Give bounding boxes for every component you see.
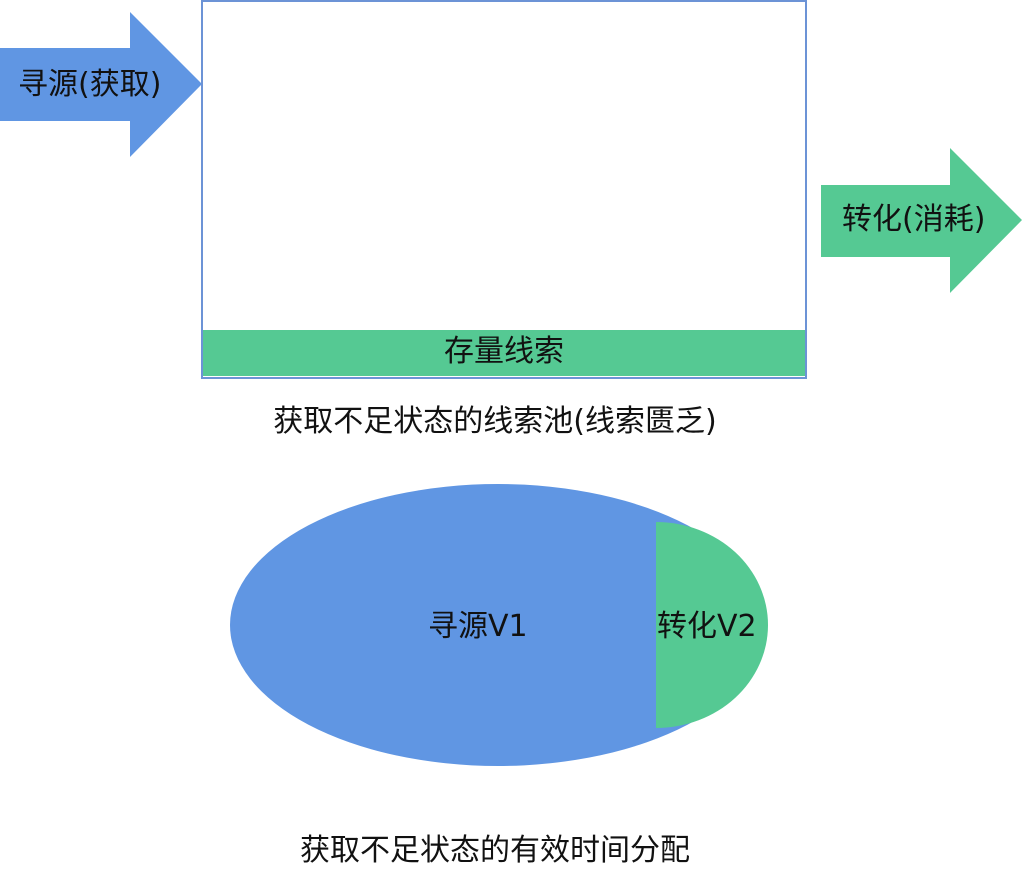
conversion-segment-label: 转化V2 [657, 609, 757, 644]
conversion-segment [656, 522, 768, 728]
bottom-caption: 获取不足状态的有效时间分配 [300, 833, 690, 868]
stock-leads-band [203, 330, 805, 376]
inflow-arrow-label: 寻源(获取) [18, 67, 162, 102]
inflow-arrow [0, 12, 202, 157]
time-allocation-ellipse [230, 484, 766, 766]
stock-band-label: 存量线索 [444, 334, 564, 369]
outflow-arrow [821, 148, 1022, 293]
top-caption: 获取不足状态的线索池(线索匮乏) [273, 404, 717, 439]
sourcing-segment-label: 寻源V1 [428, 609, 528, 644]
lead-pool-box [201, 0, 807, 379]
outflow-arrow-label: 转化(消耗) [842, 202, 986, 237]
